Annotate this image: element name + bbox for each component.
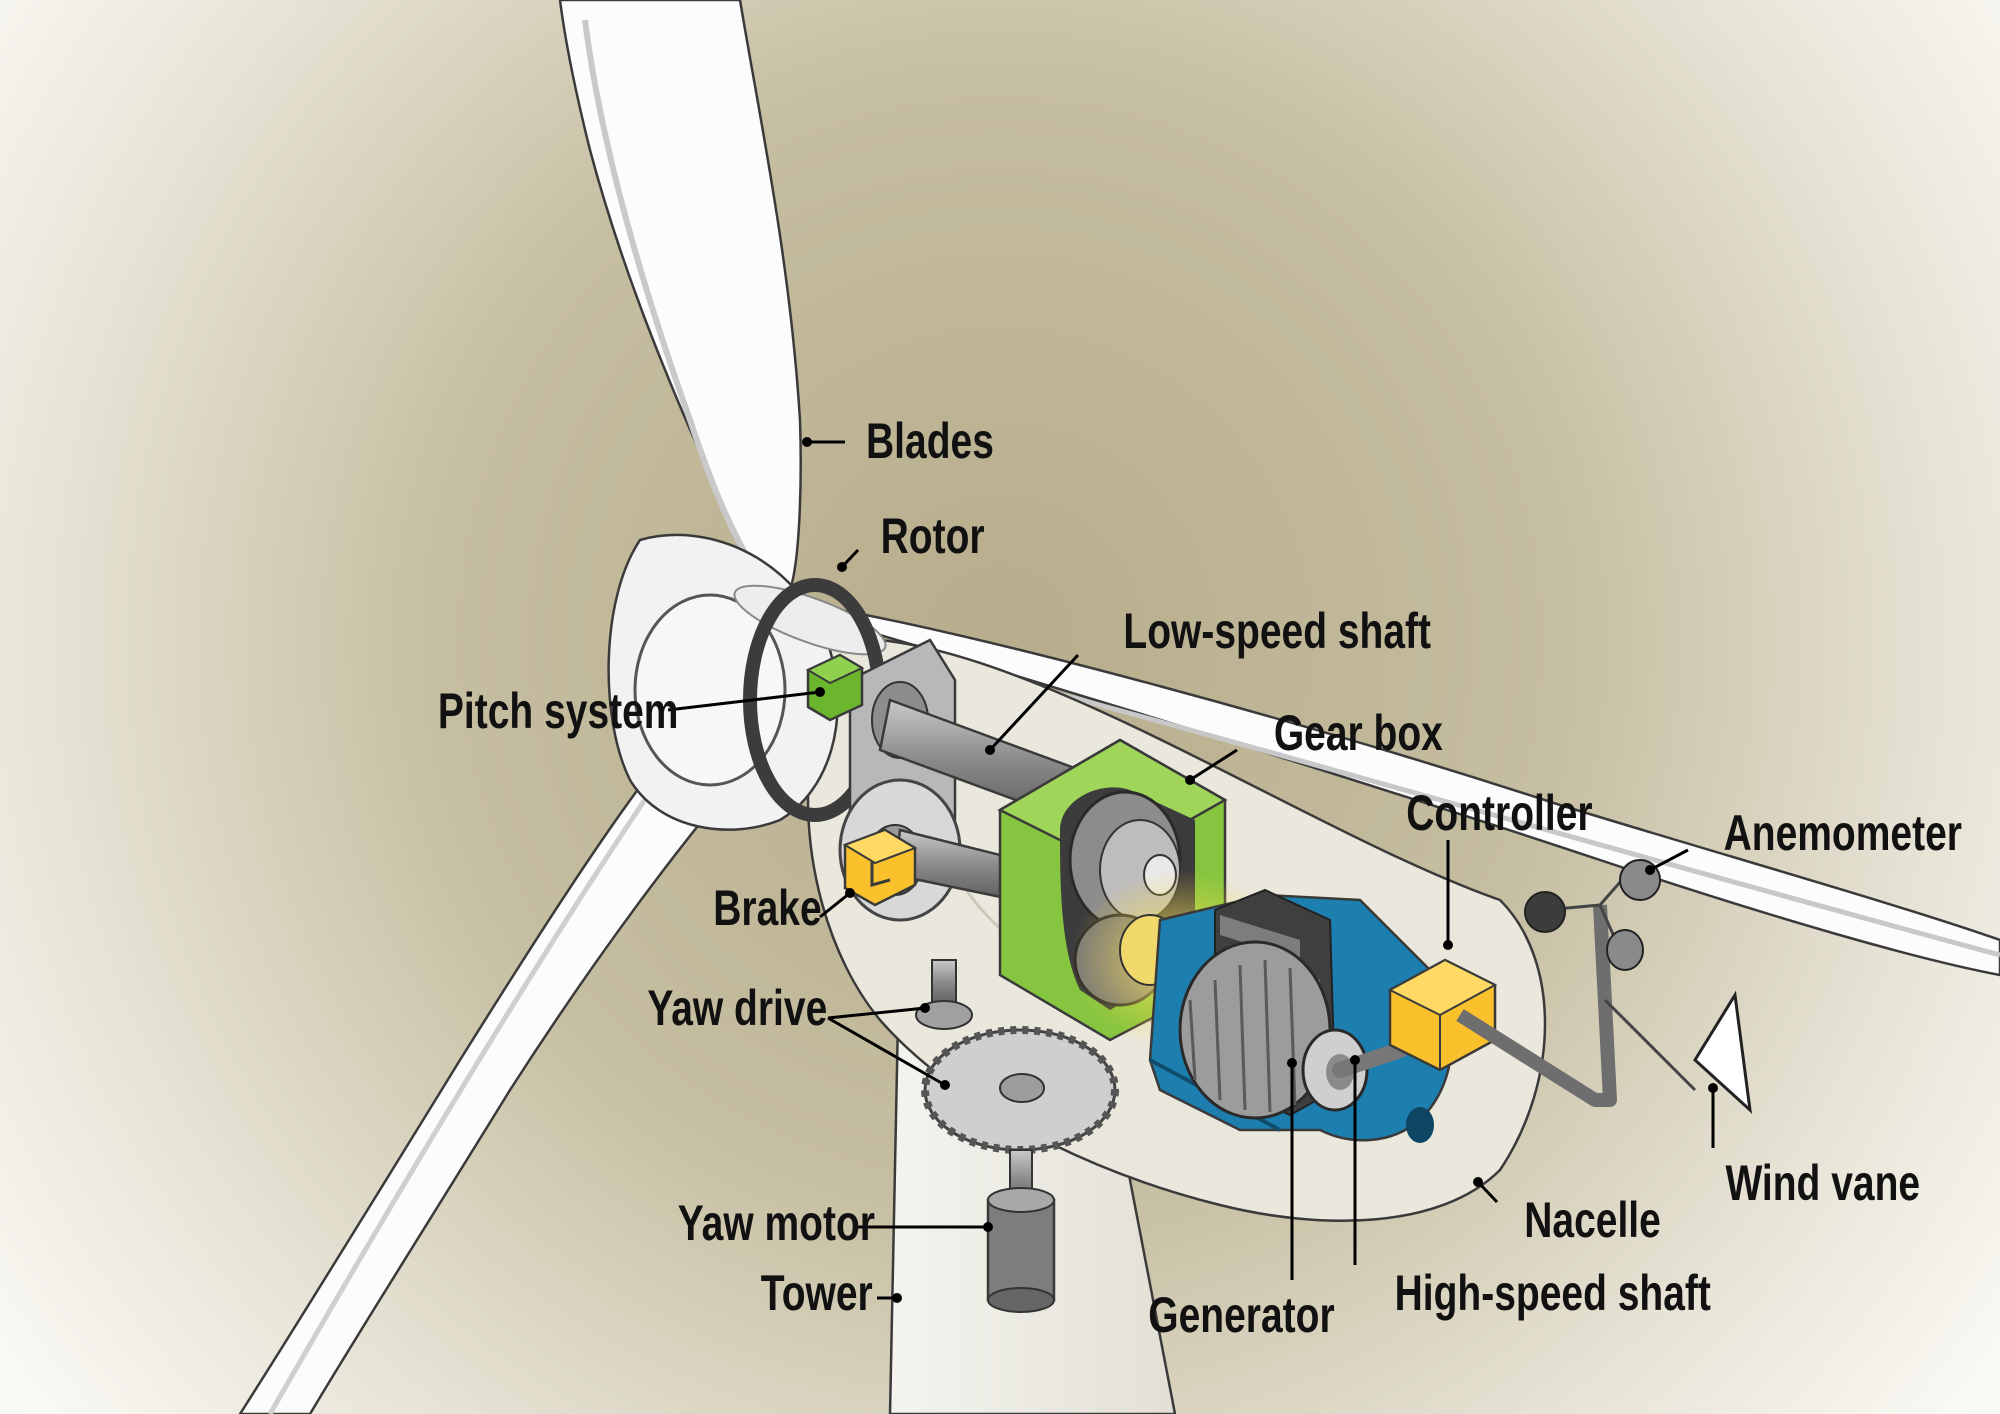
- label-controller: Controller: [1406, 784, 1592, 841]
- label-generator: Generator: [1148, 1286, 1334, 1343]
- label-anemometer: Anemometer: [1724, 804, 1962, 861]
- label-gear-box: Gear box: [1274, 704, 1443, 761]
- high-speed-shaft: [1332, 1042, 1408, 1078]
- label-wind-vane: Wind vane: [1725, 1154, 1920, 1211]
- label-yaw-motor: Yaw motor: [678, 1194, 875, 1251]
- sensor-mast: [1456, 904, 1617, 1107]
- controller: [1387, 958, 1498, 1072]
- label-low-speed-shaft: Low-speed shaft: [1123, 602, 1431, 659]
- label-tower: Tower: [761, 1264, 873, 1321]
- pitch-system: [805, 653, 865, 722]
- label-rotor: Rotor: [881, 507, 985, 564]
- label-nacelle: Nacelle: [1524, 1191, 1661, 1248]
- brake: [842, 828, 918, 907]
- label-pitch-system: Pitch system: [438, 682, 679, 739]
- label-brake: Brake: [713, 879, 821, 936]
- label-blades: Blades: [866, 412, 994, 469]
- upper-blade: [558, 0, 802, 592]
- label-yaw-drive: Yaw drive: [647, 979, 827, 1036]
- wind-vane: [1603, 990, 1753, 1114]
- label-high-speed-shaft: High-speed shaft: [1395, 1264, 1711, 1321]
- yaw-motor: [986, 1149, 1056, 1313]
